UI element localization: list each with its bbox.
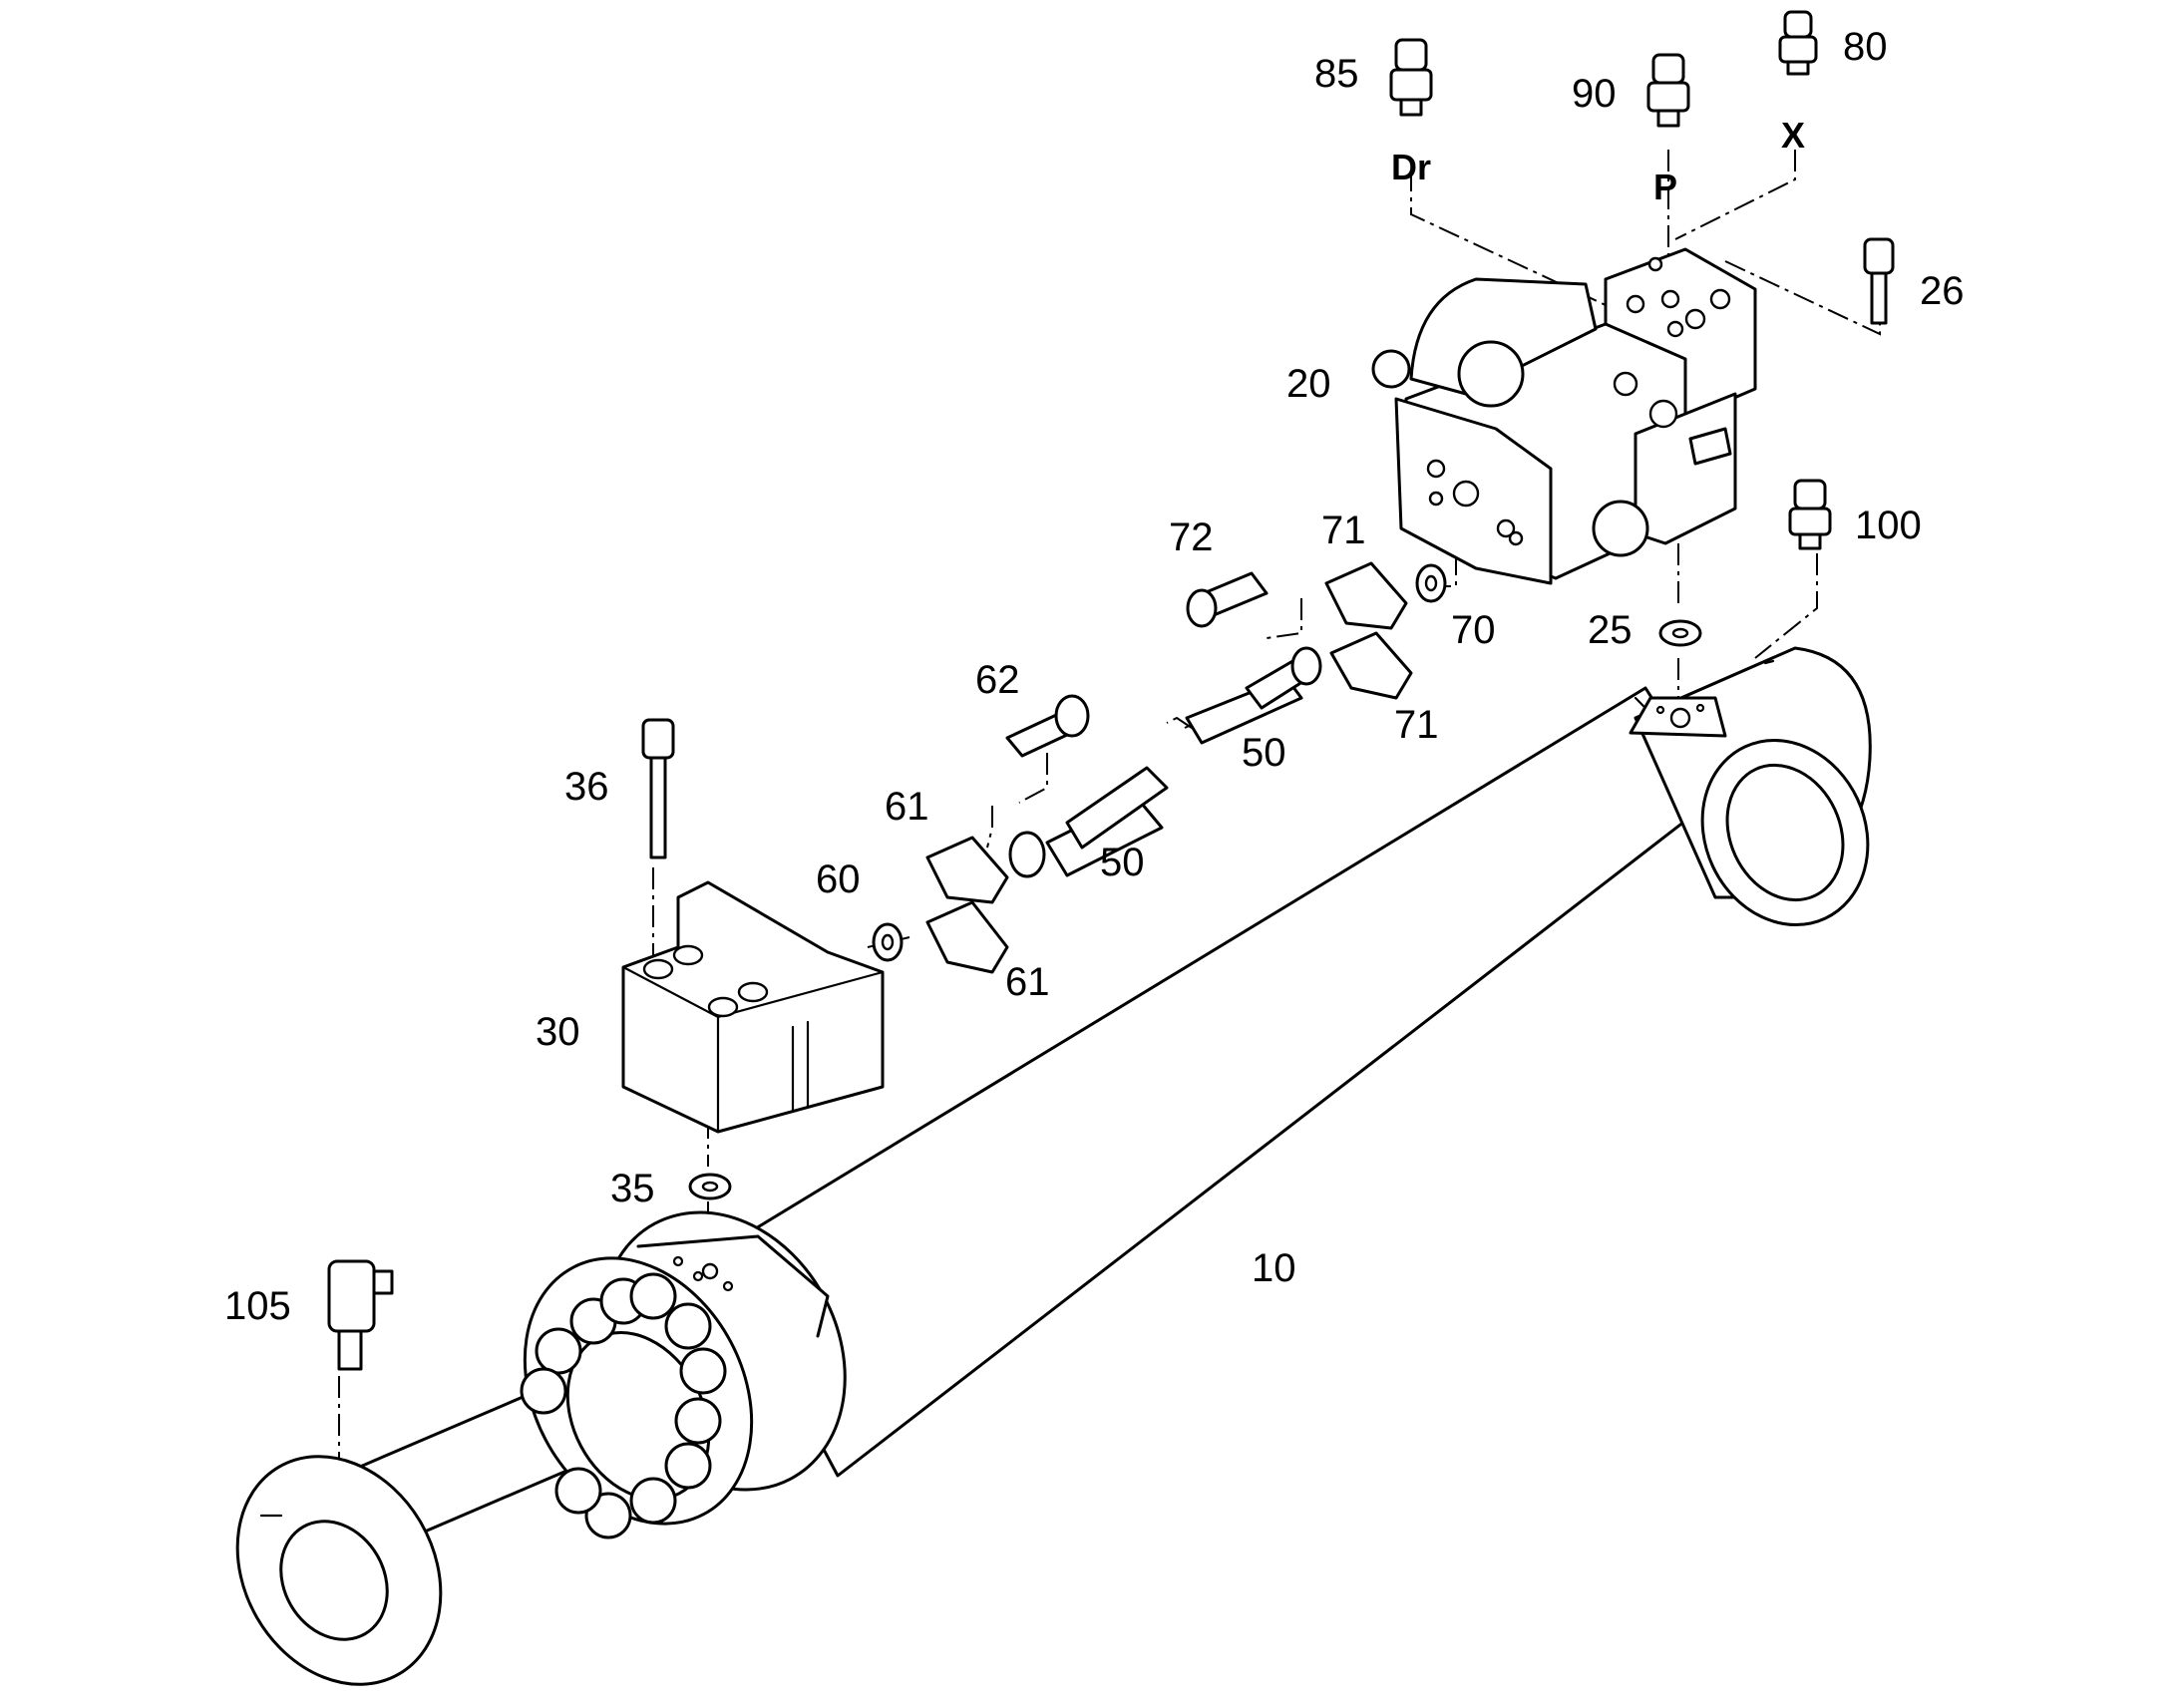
callout-50-upper: 50 [1242, 731, 1286, 775]
port-label-dr: Dr [1391, 147, 1431, 187]
callout-60: 60 [816, 857, 861, 901]
callout-62: 62 [975, 658, 1020, 702]
callout-36: 36 [564, 765, 609, 809]
callout-70: 70 [1451, 608, 1496, 652]
callout-71-upper: 71 [1321, 509, 1366, 552]
callout-26: 26 [1920, 269, 1965, 313]
callout-71-lower: 71 [1394, 703, 1439, 747]
callout-10: 10 [1252, 1246, 1296, 1290]
callout-20: 20 [1286, 362, 1331, 406]
callout-61-lower: 61 [1005, 960, 1050, 1004]
manifold-block [621, 880, 885, 1134]
small-parts [327, 10, 1895, 1371]
port-label-p: P [1653, 167, 1677, 207]
part-callouts: 10 20 25 26 30 35 36 50 50 60 61 61 62 7… [224, 25, 1965, 1328]
callout-105: 105 [224, 1284, 291, 1328]
callout-80: 80 [1843, 25, 1888, 69]
callout-85: 85 [1314, 52, 1359, 96]
callout-35: 35 [610, 1167, 655, 1210]
port-label-x: X [1781, 115, 1805, 156]
callout-72: 72 [1169, 515, 1214, 559]
port-labels: Dr P X [1391, 115, 1805, 207]
hydraulic-cylinder [235, 646, 1872, 1686]
callout-50-lower: 50 [1100, 841, 1145, 884]
callout-100: 100 [1855, 504, 1922, 547]
callout-61-upper: 61 [885, 785, 929, 829]
callout-25: 25 [1588, 608, 1633, 652]
callout-30: 30 [536, 1010, 580, 1054]
callout-90: 90 [1572, 72, 1617, 116]
valve-block [1371, 247, 1757, 585]
